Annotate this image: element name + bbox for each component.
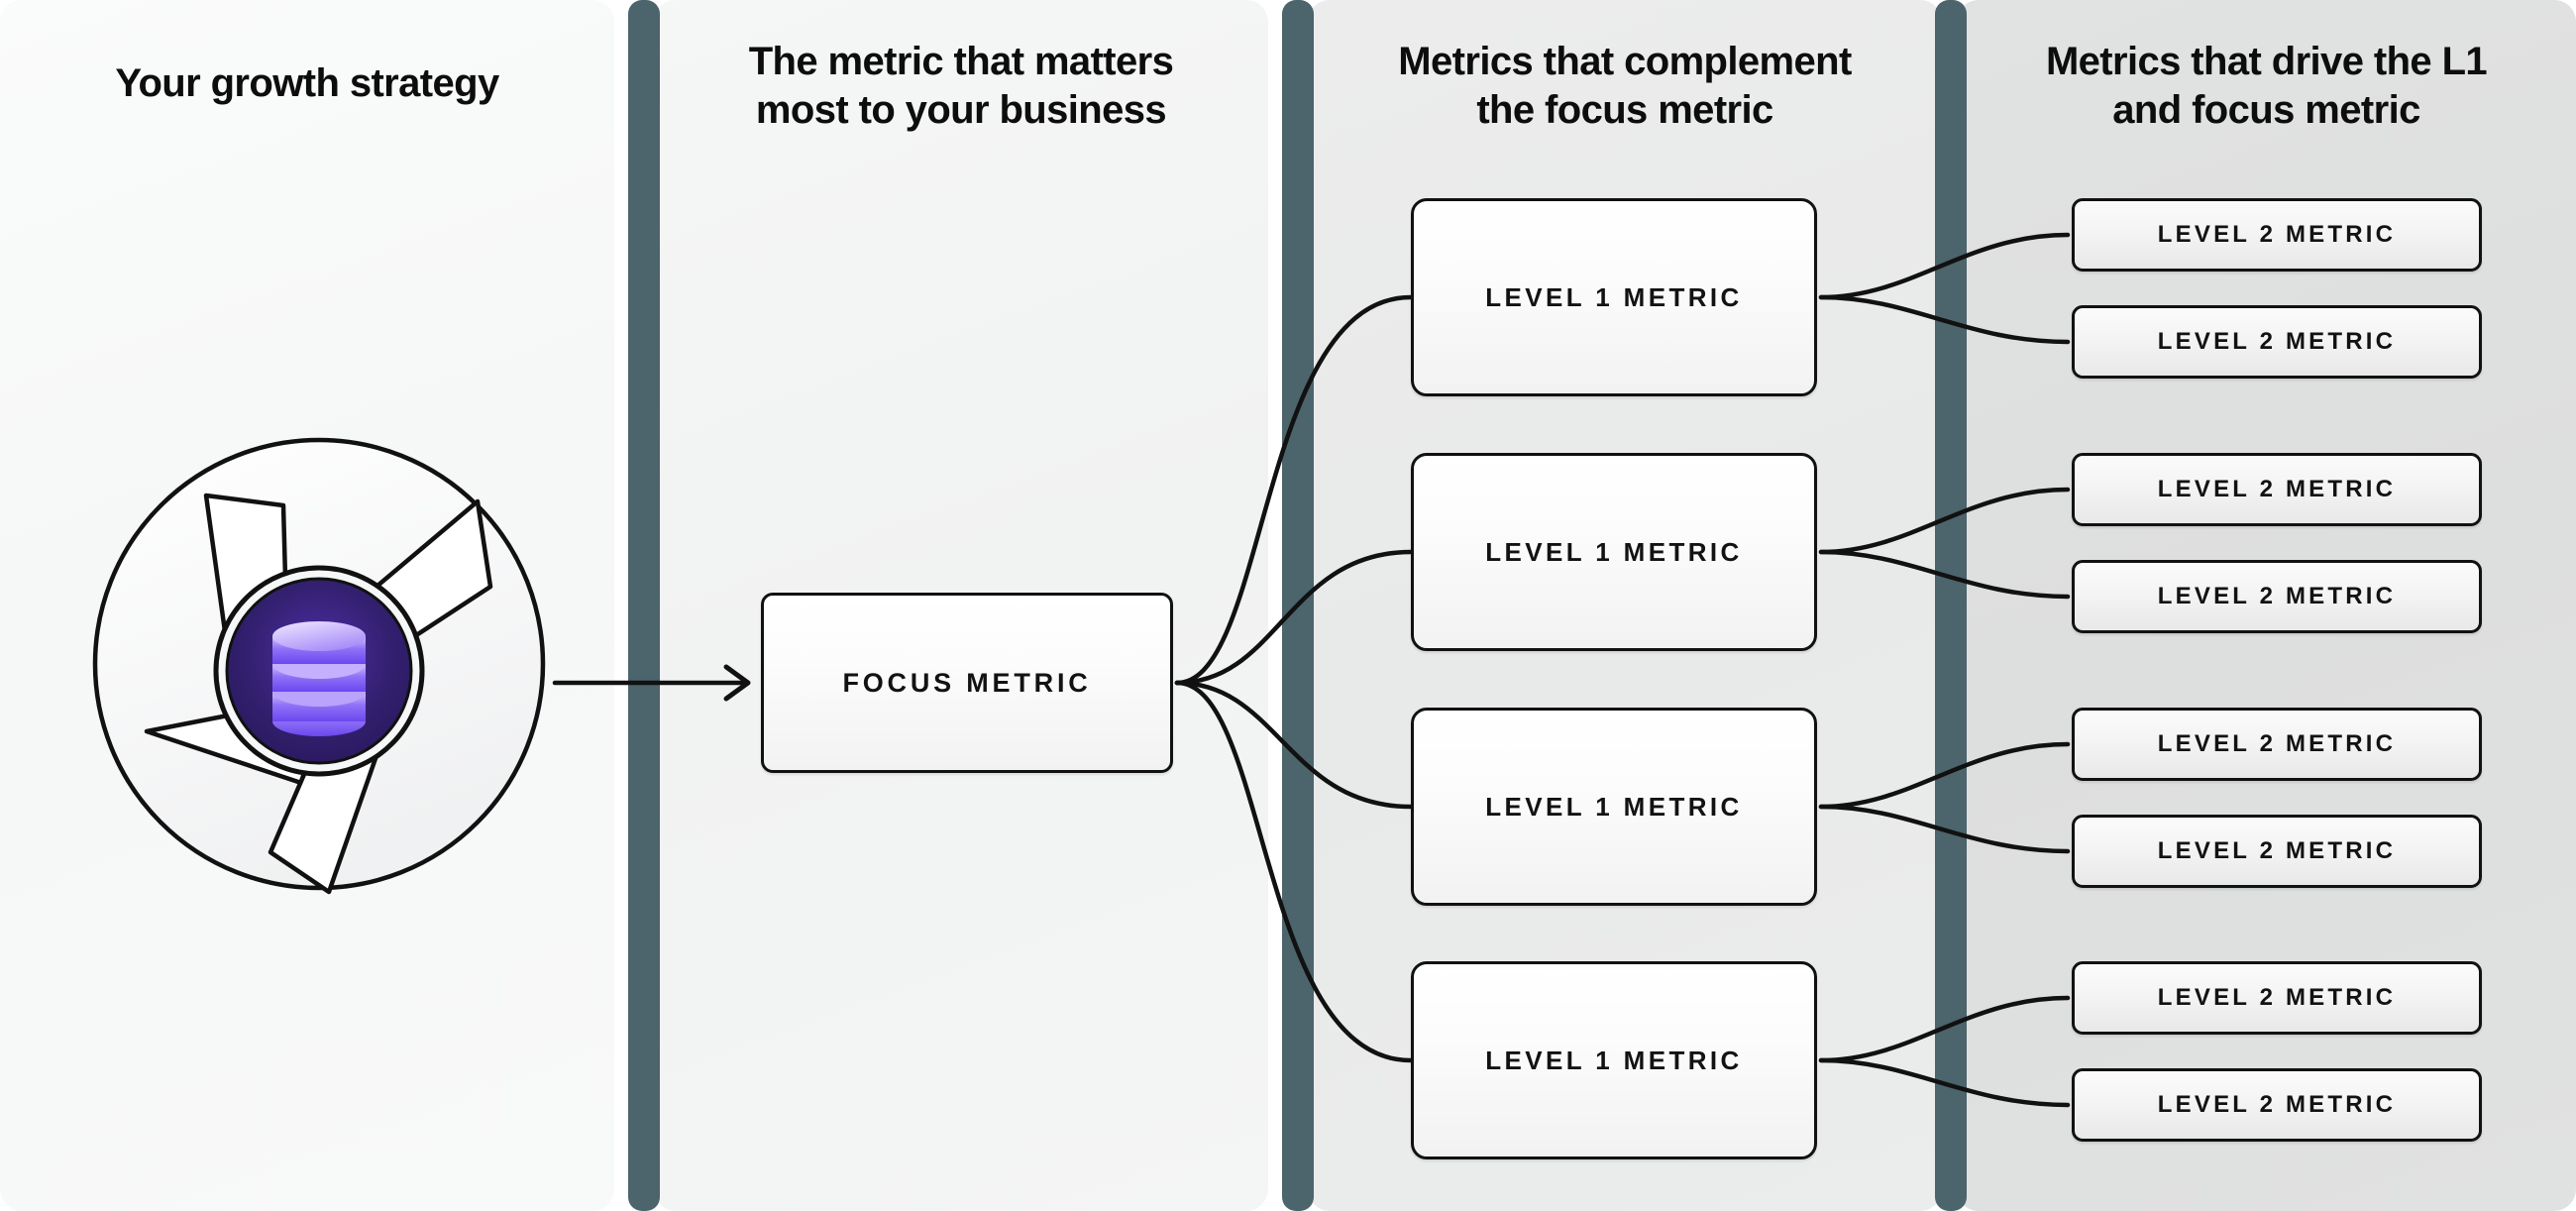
level-2-metric-box[interactable]: LEVEL 2 METRIC (2072, 708, 2482, 781)
level-1-metric-box[interactable]: LEVEL 1 METRIC (1411, 198, 1817, 396)
level-1-metric-box[interactable]: LEVEL 1 METRIC (1411, 708, 1817, 906)
column-divider-1 (628, 0, 660, 1211)
focus-metric-box[interactable]: FOCUS METRIC (761, 593, 1173, 773)
level-2-metric-label: LEVEL 2 METRIC (2157, 984, 2397, 1011)
level-1-metric-label: LEVEL 1 METRIC (1485, 536, 1743, 567)
level-2-metric-box[interactable]: LEVEL 2 METRIC (2072, 305, 2482, 379)
database-icon (272, 621, 366, 736)
level-2-metric-label: LEVEL 2 METRIC (2157, 328, 2397, 355)
level-2-metric-label: LEVEL 2 METRIC (2157, 583, 2397, 609)
level-1-metric-box[interactable]: LEVEL 1 METRIC (1411, 453, 1817, 651)
level-1-metric-label: LEVEL 1 METRIC (1485, 1045, 1743, 1075)
level-2-metric-box[interactable]: LEVEL 2 METRIC (2072, 198, 2482, 272)
focus-metric-label: FOCUS METRIC (842, 667, 1092, 698)
level-1-metric-label: LEVEL 1 METRIC (1485, 791, 1743, 822)
level-2-metric-label: LEVEL 2 METRIC (2157, 730, 2397, 757)
level-1-metric-label: LEVEL 1 METRIC (1485, 281, 1743, 312)
level-2-metric-box[interactable]: LEVEL 2 METRIC (2072, 961, 2482, 1035)
column-divider-3 (1935, 0, 1967, 1211)
level-2-metric-label: LEVEL 2 METRIC (2157, 221, 2397, 248)
level-2-metric-label: LEVEL 2 METRIC (2157, 837, 2397, 864)
level-2-metric-label: LEVEL 2 METRIC (2157, 1091, 2397, 1118)
level-2-metric-box[interactable]: LEVEL 2 METRIC (2072, 453, 2482, 526)
level-2-metric-box[interactable]: LEVEL 2 METRIC (2072, 815, 2482, 888)
growth-strategy-aperture-logo (81, 426, 557, 902)
column-divider-2 (1282, 0, 1314, 1211)
level-2-metric-label: LEVEL 2 METRIC (2157, 476, 2397, 502)
level-1-metric-box[interactable]: LEVEL 1 METRIC (1411, 961, 1817, 1159)
level-2-metric-box[interactable]: LEVEL 2 METRIC (2072, 1068, 2482, 1142)
level-2-metric-box[interactable]: LEVEL 2 METRIC (2072, 560, 2482, 633)
